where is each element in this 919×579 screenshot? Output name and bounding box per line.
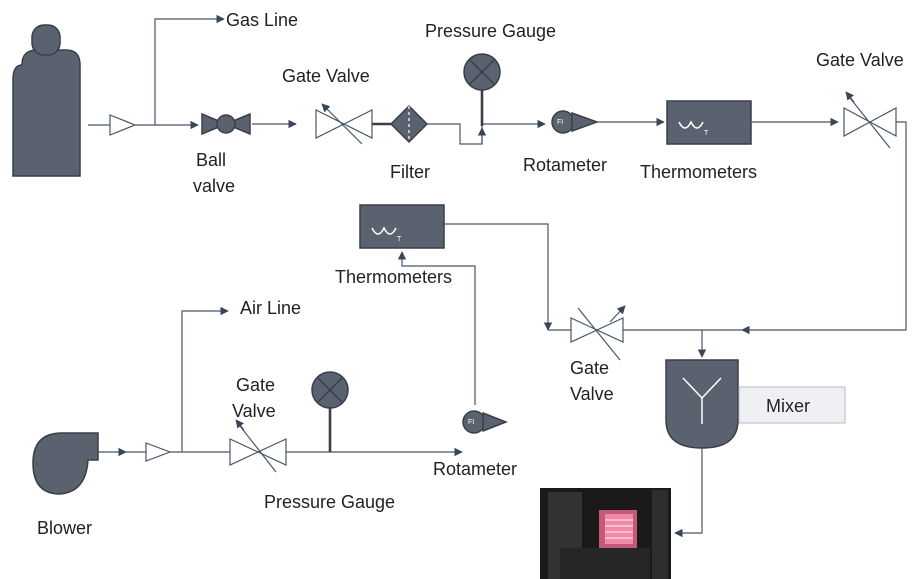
air-line-branch	[181, 306, 229, 452]
burner-photo-icon	[540, 488, 671, 579]
ball-valve-label-1: Ball	[196, 150, 226, 170]
rotameter-top-icon: FI	[551, 110, 600, 134]
svg-text:T: T	[704, 130, 709, 137]
rotameter-bottom-label: Rotameter	[433, 459, 517, 479]
gate-valve-air-label-2: Valve	[232, 401, 276, 421]
filter-icon	[389, 104, 429, 144]
mixer-label: Mixer	[766, 396, 810, 416]
thermometers-top-label: Thermometers	[640, 162, 757, 182]
rotameter-bottom-icon: FI	[462, 410, 509, 434]
svg-text:T: T	[397, 236, 402, 243]
gate-valve-mid-icon	[570, 305, 626, 361]
gas-line-label: Gas Line	[226, 10, 298, 30]
pressure-gauge-bottom-label: Pressure Gauge	[264, 492, 395, 512]
gate-valve-mid-label-2: Valve	[570, 384, 614, 404]
blower-label: Blower	[37, 518, 92, 538]
blower-icon	[32, 432, 99, 495]
svg-text:FI: FI	[557, 119, 563, 126]
ball-valve-label-2: valve	[193, 176, 235, 196]
air-pipe-to-mixer	[444, 223, 553, 331]
air-return-pipe	[397, 251, 476, 405]
gate-valve-mid-label-1: Gate	[570, 358, 609, 378]
air-reducer	[145, 442, 172, 462]
gas-reducer	[109, 114, 137, 136]
gate-valve-right-label: Gate Valve	[816, 50, 904, 70]
gate-valve-air-icon	[229, 419, 287, 473]
gate-valve-right-icon	[843, 91, 897, 149]
thermometers-mid-icon: T	[359, 204, 445, 249]
pressure-gauge-top-label: Pressure Gauge	[425, 21, 556, 41]
filter-label: Filter	[390, 162, 430, 182]
rotameter-top-label: Rotameter	[523, 155, 607, 175]
gas-line-branch	[154, 14, 225, 125]
mixer-outlet-pipe	[674, 448, 703, 538]
thermometers-mid-label: Thermometers	[335, 267, 452, 287]
pressure-gauge-top-icon	[463, 53, 501, 126]
thermometers-top-icon: T	[666, 100, 752, 145]
mixer-icon	[665, 359, 739, 449]
gas-pipe-5	[427, 119, 546, 145]
mixer-label-box	[738, 386, 846, 424]
pressure-gauge-bottom-icon	[311, 371, 349, 452]
gate-valve-top-label: Gate Valve	[282, 66, 370, 86]
gate-valve-air-label-1: Gate	[236, 375, 275, 395]
gas-pipe-8	[741, 121, 907, 335]
gas-cylinder-icon	[12, 24, 81, 177]
gate-valve-top-icon	[315, 103, 373, 145]
ball-valve-icon	[201, 112, 251, 136]
air-line-label: Air Line	[240, 298, 301, 318]
svg-text:FI: FI	[468, 419, 474, 426]
